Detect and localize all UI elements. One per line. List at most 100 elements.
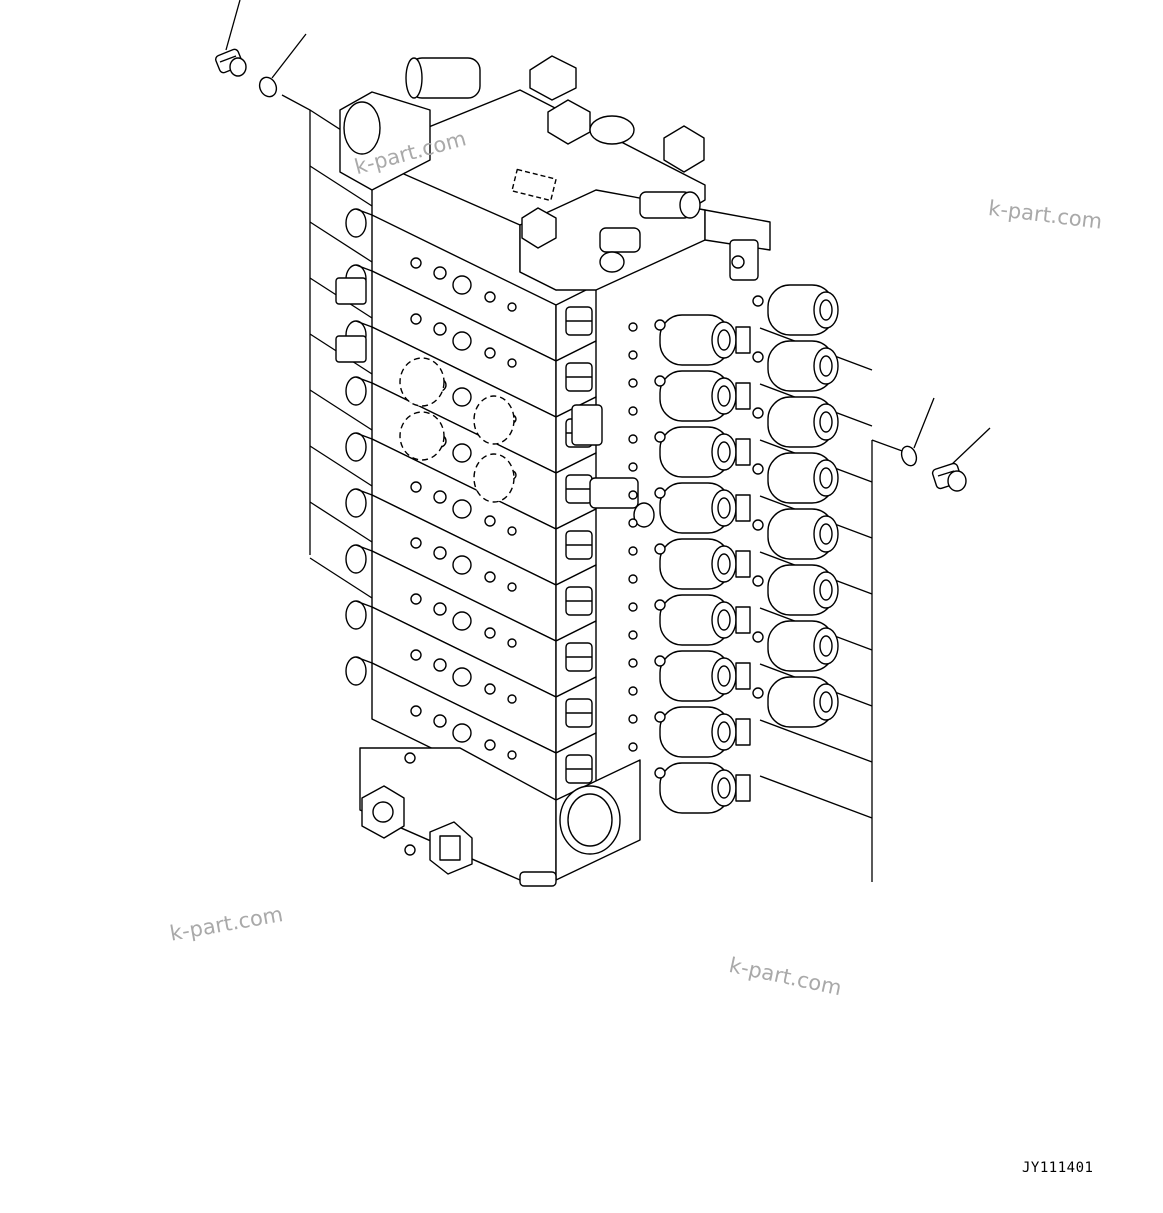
solenoid-screw: [654, 319, 666, 331]
side-plug-end: [679, 191, 701, 219]
end-cap: [345, 544, 367, 574]
leader-line: [309, 445, 373, 487]
mount-bolt: [628, 546, 638, 556]
solenoid-screw: [752, 519, 764, 531]
connector-block: [735, 382, 751, 410]
mount-bolt: [628, 742, 638, 752]
mount-bolt: [628, 406, 638, 416]
left-boss-face: [343, 101, 381, 155]
mount-bolt: [628, 686, 638, 696]
leader-line: [949, 427, 991, 467]
port-hole: [507, 302, 517, 312]
leader-line: [309, 557, 373, 599]
mount-bolt: [628, 602, 638, 612]
port-hole: [410, 593, 422, 605]
mount-bolt: [628, 518, 638, 528]
port-hole: [507, 638, 517, 648]
solenoid-screw: [654, 487, 666, 499]
end-cap-edge: [355, 264, 373, 272]
solenoid-screw: [752, 575, 764, 587]
end-cap-edge: [355, 600, 373, 608]
leader-line: [759, 775, 873, 819]
mount-bolt: [628, 714, 638, 724]
solenoid-screw: [654, 431, 666, 443]
solenoid-cap-inner: [717, 441, 731, 463]
mount-bolt: [628, 322, 638, 332]
solenoid-cap-inner: [717, 665, 731, 687]
end-cap: [345, 432, 367, 462]
hex-fitting-end: [633, 502, 655, 528]
end-cap-edge: [355, 656, 373, 664]
solenoid-cap-inner: [819, 635, 833, 657]
port-hole: [433, 490, 447, 504]
end-cap-edge: [355, 376, 373, 384]
port-hole: [484, 515, 496, 527]
plug-left: [215, 48, 247, 77]
leader-line: [309, 165, 373, 207]
port-hole: [410, 537, 422, 549]
mount-bolt: [628, 350, 638, 360]
hex-fitting: [571, 404, 603, 446]
connector-block: [735, 550, 751, 578]
hex-fitting: [589, 477, 639, 509]
connector-block: [735, 438, 751, 466]
port-hole: [410, 481, 422, 493]
solenoid-screw: [752, 407, 764, 419]
threaded-adapter: [335, 277, 367, 305]
port-hole: [433, 658, 447, 672]
leader-line: [309, 501, 373, 543]
port-hole: [484, 739, 496, 751]
solenoid-cap-inner: [819, 411, 833, 433]
leader-line: [309, 389, 373, 431]
solenoid-screw: [752, 351, 764, 363]
solenoid-cap-inner: [819, 579, 833, 601]
port-hole: [433, 602, 447, 616]
end-cap: [345, 208, 367, 238]
port-hole: [452, 275, 472, 295]
bottom-hex-plug-face: [372, 801, 394, 823]
mount-bolt: [731, 255, 745, 269]
solenoid-cap-inner: [717, 721, 731, 743]
bottom-foot: [519, 871, 557, 887]
solenoid-cap-inner: [717, 497, 731, 519]
o-ring-left: [258, 76, 278, 98]
port-hole: [484, 627, 496, 639]
port-hole: [433, 322, 447, 336]
leader-line: [913, 397, 935, 449]
plug-face: [229, 57, 247, 77]
port-hole: [410, 313, 422, 325]
connector-block: [735, 774, 751, 802]
connector-block: [735, 326, 751, 354]
port-hole: [507, 750, 517, 760]
port-hole: [410, 649, 422, 661]
end-cap: [345, 600, 367, 630]
drawing-code: JY111401: [1022, 1160, 1094, 1176]
mount-bolt: [628, 378, 638, 388]
port-hole: [507, 358, 517, 368]
valve-top-assembly: [339, 55, 771, 291]
side-plug: [599, 227, 641, 253]
end-cap: [345, 656, 367, 686]
solenoid-screw: [752, 687, 764, 699]
bottom-port-inner: [567, 793, 613, 847]
solenoid-screw: [654, 375, 666, 387]
relief-port: [399, 357, 445, 407]
plug-thread: [219, 55, 237, 63]
leader-line: [759, 719, 873, 763]
plug-thread: [937, 470, 955, 477]
relief-port: [473, 453, 515, 503]
solenoid-cap-inner: [819, 467, 833, 489]
valve-bottom-block: [359, 747, 641, 887]
o-ring-right: [900, 445, 918, 467]
relief-port: [473, 395, 515, 445]
leader-line: [871, 439, 906, 453]
solenoid-screw: [654, 711, 666, 723]
solenoid-cap-inner: [819, 691, 833, 713]
mount-bolt: [628, 630, 638, 640]
solenoid-cap-inner: [717, 553, 731, 575]
port-hole: [452, 387, 472, 407]
plug-right: [931, 462, 967, 492]
port-hole: [433, 714, 447, 728]
side-plug-end: [599, 251, 625, 273]
solenoid-cap-inner: [717, 329, 731, 351]
